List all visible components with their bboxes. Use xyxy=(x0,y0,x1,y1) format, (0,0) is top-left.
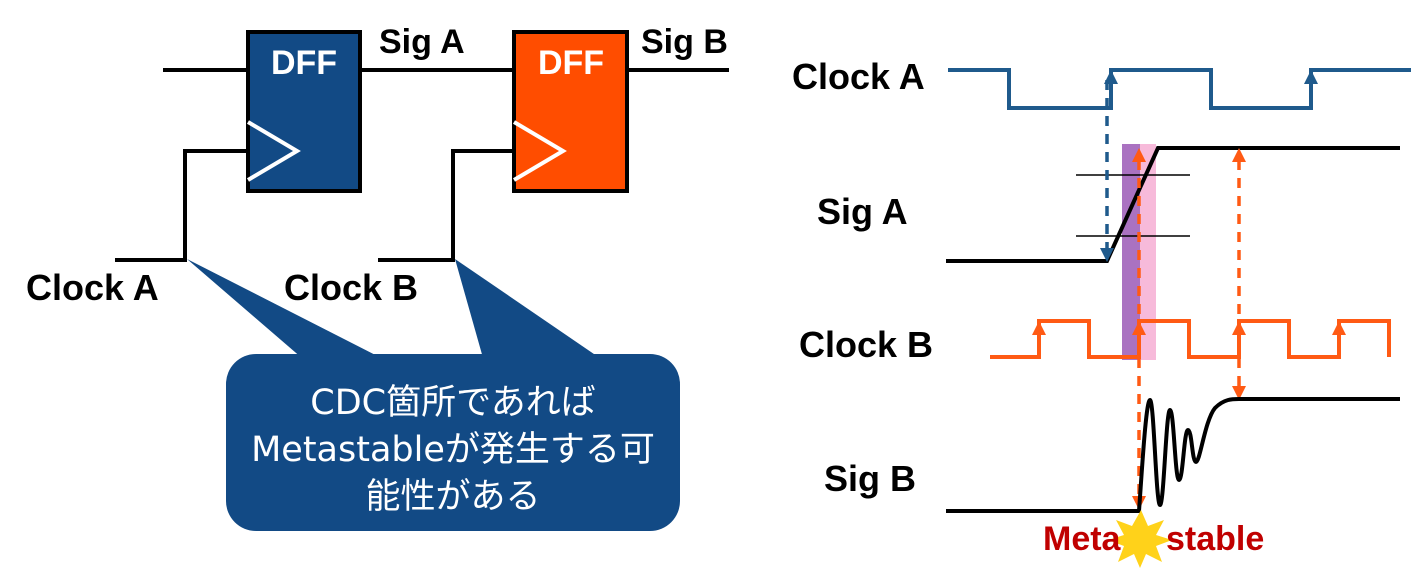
dff-a-block xyxy=(246,30,362,193)
metastable-label-right: stable xyxy=(1166,520,1264,558)
metastable-burst xyxy=(1108,510,1172,568)
clock-a-rising-arrow-2 xyxy=(1304,70,1318,84)
dff-b-clock-triangle xyxy=(512,120,567,182)
clock-b-wire-label: Clock B xyxy=(284,267,418,308)
clock-b-rising-arrow-4 xyxy=(1332,321,1346,335)
clock-a-wire-label: Clock A xyxy=(26,267,159,308)
clock-a-to-sig-a-arrowhead xyxy=(1100,248,1114,262)
clock-b-edge-2-arrowhead-down xyxy=(1232,386,1246,400)
clock-b-waveform xyxy=(990,319,1391,359)
callout-pointer-a xyxy=(187,259,395,365)
sig-a-wire-label: Sig A xyxy=(379,23,465,61)
dff-b-block xyxy=(512,30,629,193)
callout-bubble xyxy=(187,259,680,531)
callout-text: CDC箇所であれば Metastableが発生する可 能性がある xyxy=(226,380,680,521)
metastable-label-left: Meta xyxy=(1043,520,1122,558)
callout-line-3: 能性がある xyxy=(365,477,541,517)
timing-clock-a-label: Clock A xyxy=(792,56,925,97)
hold-window xyxy=(1140,144,1156,360)
clock-b-edge-2-arrowhead-up xyxy=(1232,148,1246,162)
clock-a-wire xyxy=(115,149,248,262)
clock-b-wire xyxy=(378,149,514,262)
dff-b-label: DFF xyxy=(538,44,604,82)
callout-box xyxy=(226,354,680,531)
dff-a-clock-triangle xyxy=(246,120,301,182)
callout-line-1: CDC箇所であれば xyxy=(310,383,596,423)
timing-sig-a-label: Sig A xyxy=(817,191,908,232)
sig-b-wire-label: Sig B xyxy=(641,23,728,61)
timing-clock-b-label: Clock B xyxy=(799,324,933,365)
callout-line-2: Metastableが発生する可 xyxy=(251,430,655,470)
circuit: DFF Sig A DFF Sig B Clock A Clock B xyxy=(26,23,729,308)
clock-b-rising-arrow-1 xyxy=(1032,321,1046,335)
callout-pointer-b xyxy=(455,259,610,365)
timing-diagram: Clock A Sig A Clock B Sig B xyxy=(792,56,1411,568)
sig-a-waveform xyxy=(946,146,1400,263)
dff-a-label: DFF xyxy=(271,44,337,82)
sig-b-waveform xyxy=(946,397,1400,513)
clock-b-edge-1-arrowhead-up xyxy=(1132,148,1146,162)
clock-a-waveform xyxy=(948,68,1411,110)
timing-sig-b-label: Sig B xyxy=(824,458,916,499)
